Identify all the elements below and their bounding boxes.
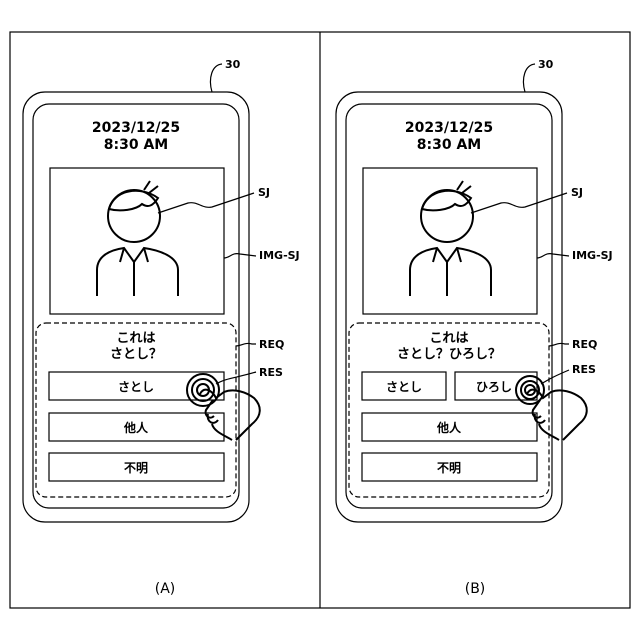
phone-screen [33,104,239,508]
answer-button-satoshi[interactable]: さとし [362,372,446,400]
answer-button-other[interactable]: 他人 [362,413,537,441]
panel-caption: (A) [155,581,176,597]
subject-ref-label: SJ [258,186,270,199]
image-ref-leader [224,254,256,258]
phone-screen [346,104,552,508]
pointing-hand-icon [200,390,260,440]
panel-caption: (B) [465,581,486,597]
request-ref-label: REQ [572,338,597,351]
device-ref-leader [523,64,535,92]
device-ref-label: 30 [538,58,554,71]
answer-button-label: ひろし [476,380,512,394]
time-text: 8:30 AM [104,137,168,153]
question-line2: さとし？ [110,347,162,362]
image-ref-label: IMG-SJ [572,249,613,262]
date-text: 2023/12/25 [405,120,493,136]
question-line1: これは [116,331,155,346]
answer-button-label: 他人 [436,420,462,435]
panel-b: 30 2023/12/25 8:30 AM これは さとし？ひろし？ さとし ひ… [336,58,613,597]
person-icon [410,181,491,296]
answer-button-label: 他人 [123,420,149,435]
request-ref-label: REQ [259,338,284,351]
answer-button-label: 不明 [437,461,461,475]
image-ref-leader [537,254,569,258]
answer-button-other[interactable]: 他人 [49,413,224,441]
phone-body [23,92,249,522]
question-line2: さとし？ひろし？ [397,347,501,362]
answer-button-label: さとし [386,380,422,394]
answer-button-label: 不明 [124,461,148,475]
response-ref-leader [541,370,569,384]
device-ref-label: 30 [225,58,241,71]
question-line1: これは [429,331,468,346]
subject-ref-label: SJ [571,186,583,199]
response-ref-label: RES [572,363,596,376]
answer-button-unknown[interactable]: 不明 [49,453,224,481]
answer-button-unknown[interactable]: 不明 [362,453,537,481]
person-icon [97,181,178,296]
response-ref-label: RES [259,366,283,379]
date-text: 2023/12/25 [92,120,180,136]
phone-body [336,92,562,522]
answer-button-label: さとし [118,380,154,394]
device-ref-leader [210,64,222,92]
time-text: 8:30 AM [417,137,481,153]
image-ref-label: IMG-SJ [259,249,300,262]
panel-a: 30 2023/12/25 8:30 AM これは さとし？ さとし 他人 [23,58,300,597]
